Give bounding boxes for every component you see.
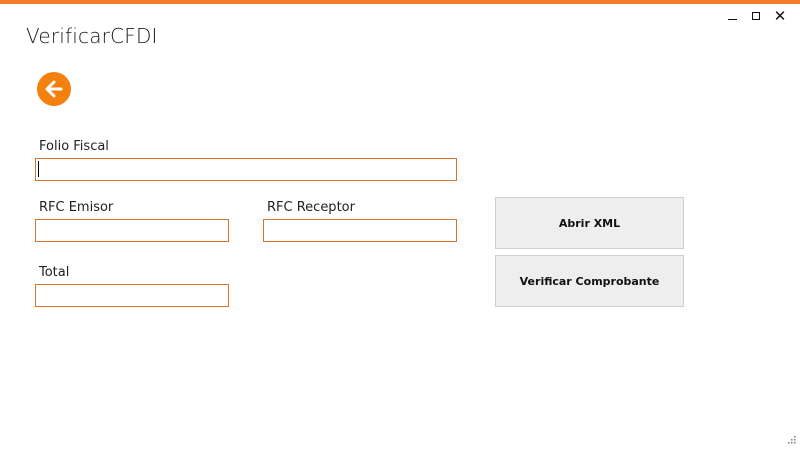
back-button[interactable] bbox=[37, 72, 71, 106]
window-controls: ✕ bbox=[720, 6, 792, 26]
close-icon: ✕ bbox=[773, 6, 787, 25]
top-accent-bar bbox=[0, 0, 800, 4]
folio-fiscal-input[interactable] bbox=[35, 158, 457, 181]
rfc-receptor-label: RFC Receptor bbox=[267, 200, 355, 215]
total-input[interactable] bbox=[35, 284, 229, 307]
back-arrow-icon bbox=[45, 80, 63, 98]
total-label: Total bbox=[39, 265, 70, 280]
rfc-receptor-input[interactable] bbox=[263, 219, 457, 242]
verify-receipt-button[interactable]: Verificar Comprobante bbox=[495, 255, 684, 307]
resize-grip-icon[interactable] bbox=[786, 436, 796, 446]
open-xml-button[interactable]: Abrir XML bbox=[495, 197, 684, 249]
rfc-emisor-label: RFC Emisor bbox=[39, 200, 114, 215]
folio-fiscal-label: Folio Fiscal bbox=[39, 139, 109, 154]
minimize-icon bbox=[727, 18, 737, 20]
maximize-button[interactable] bbox=[744, 6, 768, 26]
maximize-icon bbox=[752, 12, 760, 20]
app-title: VerificarCFDI bbox=[26, 24, 158, 48]
minimize-button[interactable] bbox=[720, 6, 744, 26]
close-button[interactable]: ✕ bbox=[768, 6, 792, 26]
text-caret bbox=[38, 161, 39, 177]
rfc-emisor-input[interactable] bbox=[35, 219, 229, 242]
